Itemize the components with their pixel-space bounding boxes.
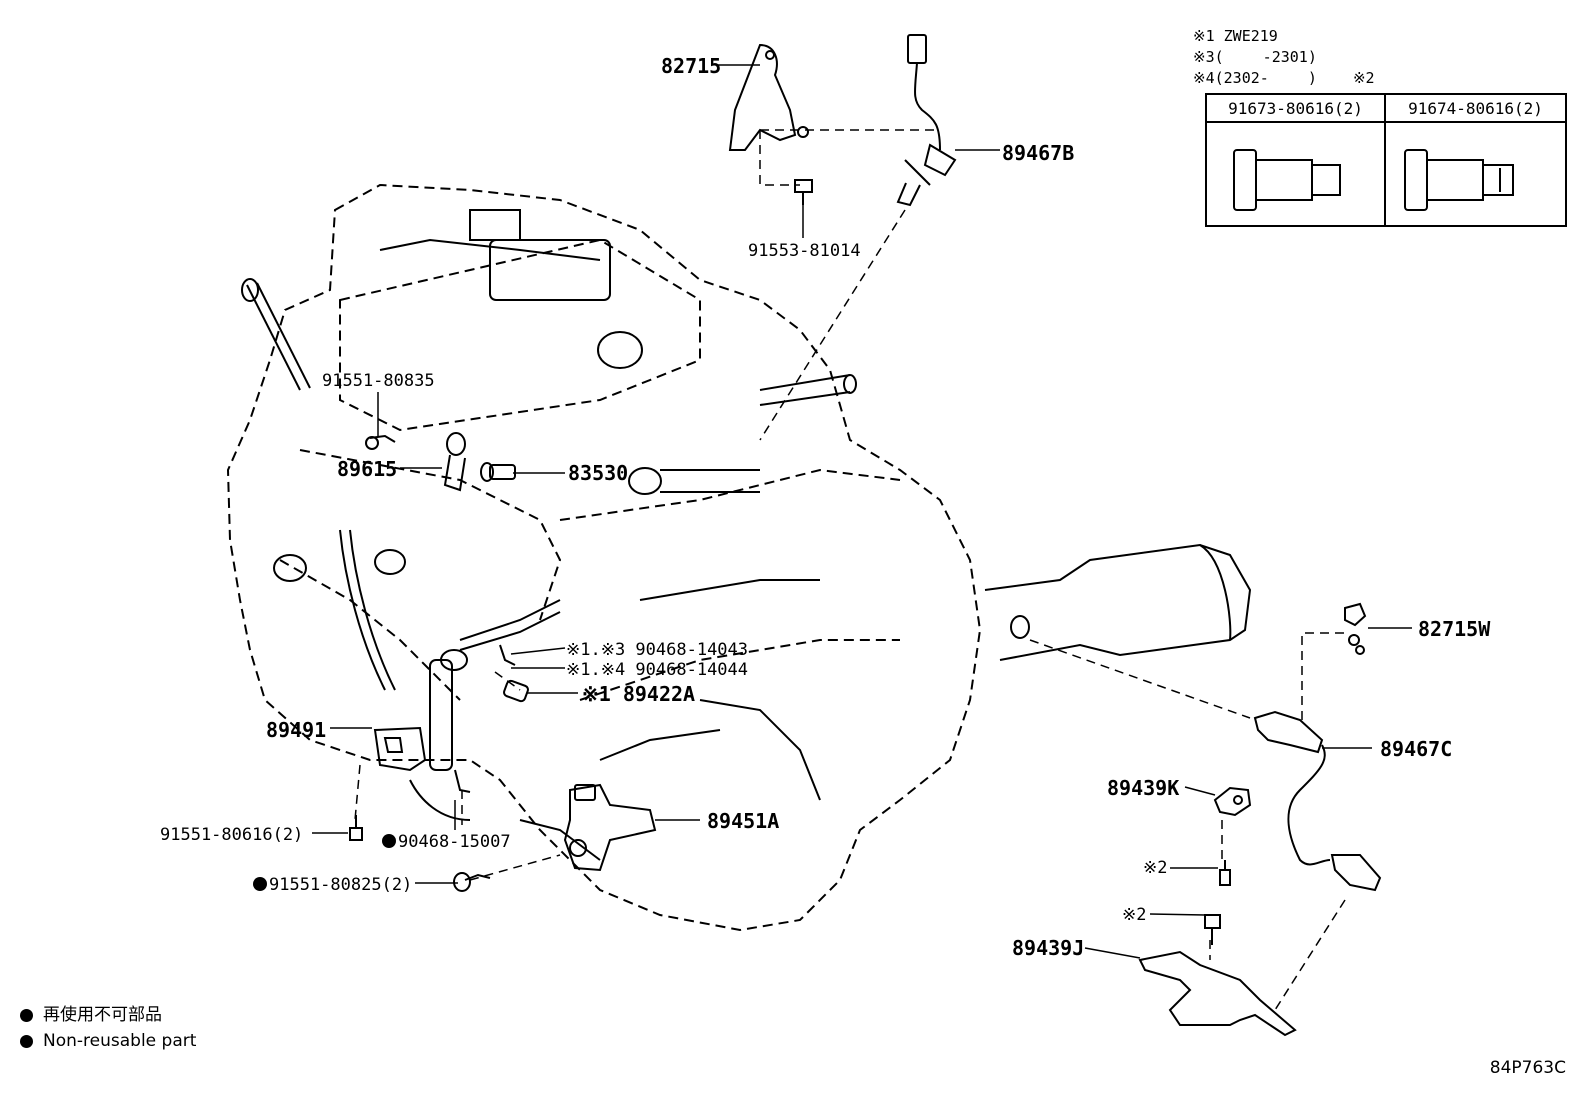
note-line-3-text: ※4(2302- ) (1193, 69, 1317, 87)
exhaust-pipe (984, 543, 1252, 661)
applicability-notes: ※1 ZWE219 ※3( -2301) ※4(2302- ) ※2 (1193, 26, 1375, 89)
bolts-lower (349, 769, 491, 892)
label-90468-14044: ※1.※4 90468-14044 (566, 660, 748, 680)
legend-row-jp: 再使用不可部品 (20, 1002, 196, 1028)
label-89615: 89615 (337, 457, 397, 481)
legend-en-text: Non-reusable part (43, 1031, 197, 1051)
knock-sensor-89615 (365, 432, 466, 492)
label-89422A: ※1 89422A (582, 682, 695, 706)
legend-jp-text: 再使用不可部品 (43, 1005, 162, 1025)
label-91551-80835: 91551-80835 (322, 371, 435, 391)
label-89491: 89491 (266, 718, 326, 742)
bracket-82715 (728, 43, 809, 151)
label-91551-80616: 91551-80616(2) (160, 825, 303, 845)
label-82715W: 82715W (1418, 617, 1491, 641)
label-90468-15007: 90468-15007 (398, 832, 511, 852)
bolt-table-drawings (1233, 149, 1514, 211)
legend: 再使用不可部品 Non-reusable part (20, 1002, 196, 1054)
bracket-89439J (1138, 914, 1297, 1037)
label-star2-lower: ※2 (1122, 905, 1146, 925)
bolt-table-col1-image (1207, 123, 1386, 225)
leader-dashes (354, 129, 1346, 1011)
non-reusable-dot-icon (20, 1008, 33, 1022)
callout-text: 82715 89467B 91553-81014 91551-80835 896… (160, 54, 1491, 960)
sensor-89451A (563, 783, 657, 872)
label-89439K: 89439K (1107, 776, 1179, 800)
note-line-3-star: ※2 (1352, 69, 1375, 87)
note-line-3: ※4(2302- ) ※2 (1193, 68, 1375, 89)
legend-row-en: Non-reusable part (20, 1028, 196, 1054)
label-90468-14043: ※1.※3 90468-14043 (566, 640, 748, 660)
bolt-table-col1-header: 91673-80616(2) (1207, 95, 1386, 123)
label-91551-80825: 91551-80825(2) (269, 875, 412, 895)
non-reusable-dot-icon (20, 1034, 33, 1048)
bracket-89439K (1213, 786, 1252, 886)
label-89439J: 89439J (1012, 936, 1084, 960)
bolt-91553 (794, 179, 813, 205)
label-89467C: 89467C (1380, 737, 1452, 761)
diagram-code: 84P763C (1489, 1058, 1566, 1078)
note-line-2: ※3( -2301) (1193, 48, 1317, 66)
label-83530: 83530 (568, 461, 628, 485)
label-leader-lines (312, 64, 1412, 959)
label-91553-81014: 91553-81014 (748, 241, 861, 261)
bolt-table-col2-image (1386, 123, 1565, 225)
bolt-table-col2-header: 91674-80616(2) (1386, 95, 1565, 123)
sensor-89491 (373, 726, 427, 772)
sensor-83530 (480, 462, 516, 482)
engine-details (241, 209, 857, 861)
engine-outline (226, 183, 982, 932)
label-89451A: 89451A (707, 809, 779, 833)
sensor-89422A (499, 644, 529, 703)
sensor-89467C (1253, 710, 1382, 892)
label-89467B: 89467B (1002, 141, 1074, 165)
label-82715: 82715 (661, 54, 721, 78)
clip-82715W (1344, 602, 1367, 655)
label-star2-upper: ※2 (1143, 858, 1167, 878)
sensor-89467B (896, 34, 957, 207)
bolt-table: 91673-80616(2) 91674-80616(2) (1205, 93, 1567, 227)
note-line-1: ※1 ZWE219 (1193, 27, 1278, 45)
non-reusable-dots (253, 834, 396, 891)
